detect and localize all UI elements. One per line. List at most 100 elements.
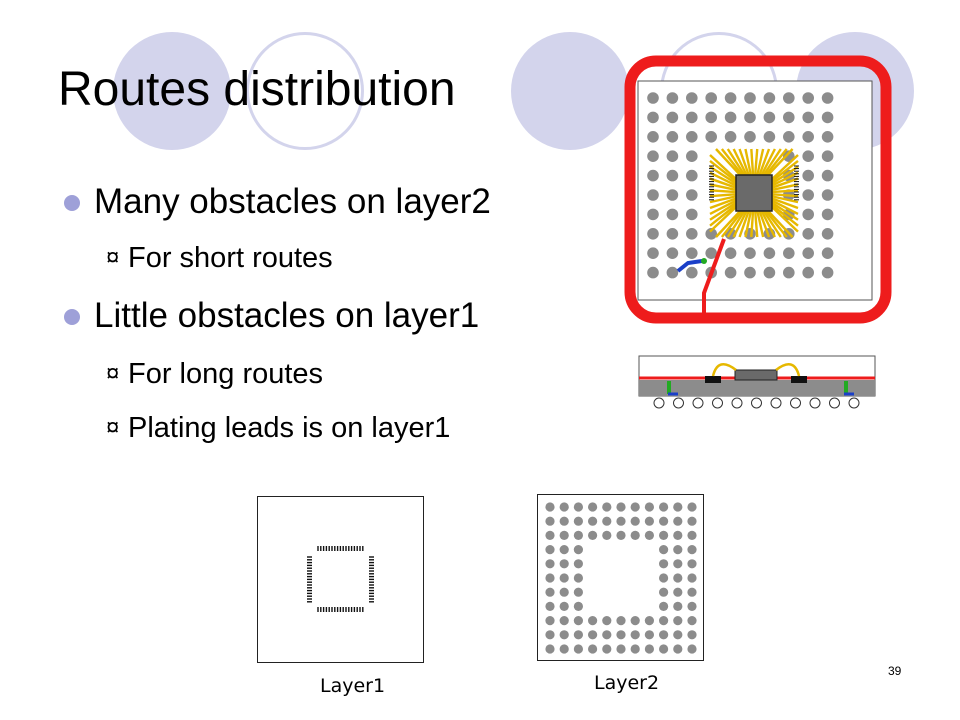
- solder-ball: [573, 601, 583, 611]
- solder-ball: [559, 587, 569, 597]
- solder-ball: [630, 644, 640, 654]
- bond-wire: [720, 208, 745, 238]
- solder-ball: [602, 644, 612, 654]
- bond-wire: [759, 148, 776, 178]
- solder-ball: [666, 247, 679, 259]
- solder-ball: [821, 189, 834, 201]
- solder-ball: [602, 630, 612, 640]
- solder-ball: [686, 150, 698, 162]
- solder-ball: [686, 111, 698, 124]
- solder-ball: [588, 516, 598, 526]
- solder-ball: [659, 516, 669, 526]
- solder-ball: [744, 131, 756, 143]
- solder-ball: [630, 616, 640, 626]
- bond-wire: [750, 208, 755, 238]
- bond-wire: [715, 208, 743, 238]
- solder-ball: [687, 573, 697, 583]
- layer2-pattern: [537, 494, 704, 661]
- bond-wire: [709, 189, 739, 194]
- solder-ball: [821, 92, 834, 104]
- solder-ball: [686, 208, 698, 221]
- bond-wire: [732, 148, 749, 178]
- solder-ball: [573, 644, 583, 654]
- solder-ball: [545, 516, 555, 526]
- solder-ball: [821, 208, 834, 221]
- solder-ball: [573, 502, 583, 512]
- solder-ball: [559, 630, 569, 640]
- solder-ball: [653, 397, 665, 409]
- solder-ball: [644, 530, 654, 540]
- solder-ball: [666, 266, 679, 279]
- bond-wire: [709, 200, 739, 221]
- solder-ball: [559, 616, 569, 626]
- solder-ball: [802, 247, 814, 259]
- solder-ball: [802, 150, 814, 162]
- solder-ball: [573, 573, 583, 583]
- solder-ball: [673, 502, 683, 512]
- solder-ball: [763, 266, 776, 279]
- solder-ball: [686, 228, 698, 240]
- bond-wire: [715, 148, 743, 178]
- solder-ball: [647, 208, 659, 221]
- bond-wire: [759, 208, 776, 238]
- solder-ball: [647, 131, 659, 143]
- solder-ball: [687, 616, 697, 626]
- bond-wire: [765, 208, 794, 238]
- solder-ball: [659, 644, 669, 654]
- solder-ball: [647, 228, 659, 240]
- solder-ball: [545, 644, 555, 654]
- solder-ball: [666, 150, 679, 162]
- bond-wire: [750, 148, 755, 178]
- solder-ball: [821, 169, 834, 182]
- solder-ball: [724, 247, 737, 259]
- bond-wire: [761, 148, 782, 178]
- solder-ball: [647, 92, 659, 104]
- solder-ball: [545, 601, 555, 611]
- solder-ball: [692, 397, 704, 409]
- solder-ball: [659, 616, 669, 626]
- bond-wire: [769, 202, 799, 227]
- sub-bullet-long-routes: For long routes: [128, 358, 324, 390]
- bond-wire: [709, 171, 739, 188]
- solder-ball: [630, 530, 640, 540]
- solder-ball: [802, 228, 814, 240]
- bond-wire: [761, 208, 782, 238]
- bond-wire: [709, 202, 739, 227]
- solder-ball: [802, 189, 814, 201]
- route-trace: [676, 259, 703, 273]
- solder-ball: [659, 630, 669, 640]
- solder-ball: [602, 530, 612, 540]
- solder-ball: [666, 131, 679, 143]
- solder-ball: [763, 92, 776, 104]
- bullet-marker: [64, 309, 80, 325]
- solder-ball: [802, 208, 814, 221]
- solder-ball: [616, 644, 626, 654]
- solder-ball: [666, 92, 679, 104]
- solder-ball: [821, 111, 834, 124]
- solder-ball: [588, 630, 598, 640]
- solder-ball: [763, 247, 776, 259]
- solder-ball: [545, 530, 555, 540]
- solder-ball: [744, 92, 756, 104]
- solder-ball: [659, 559, 669, 569]
- solder-ball: [616, 502, 626, 512]
- solder-ball: [673, 516, 683, 526]
- bond-wire: [738, 148, 751, 178]
- solder-ball: [821, 247, 834, 259]
- solder-ball: [616, 630, 626, 640]
- solder-ball: [687, 630, 697, 640]
- solder-ball: [673, 573, 683, 583]
- solder-ball: [724, 131, 737, 143]
- solder-ball: [659, 601, 669, 611]
- sub-bullet-plating-leads: Plating leads is on layer1: [128, 412, 451, 444]
- solder-ball: [821, 228, 834, 240]
- solder-ball: [630, 630, 640, 640]
- solder-ball: [686, 247, 698, 259]
- solder-ball: [821, 131, 834, 143]
- solder-ball: [573, 587, 583, 597]
- solder-ball: [744, 111, 756, 124]
- sub-bullet-marker: ¤: [106, 244, 120, 271]
- bond-wire: [726, 208, 747, 238]
- bond-wire: [709, 177, 739, 190]
